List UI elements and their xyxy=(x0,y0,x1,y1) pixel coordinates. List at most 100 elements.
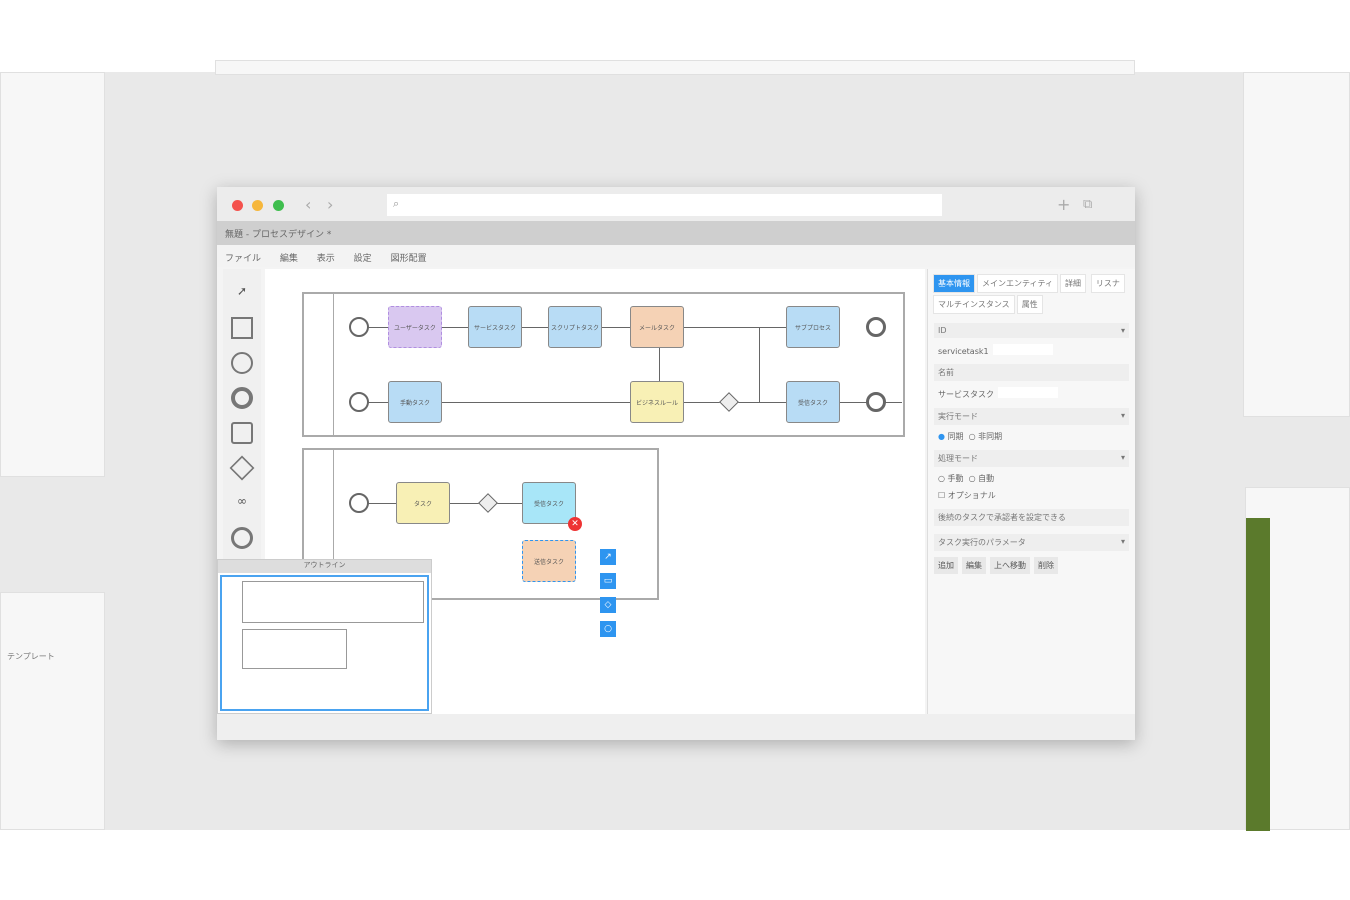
task-mail[interactable]: メールタスク xyxy=(630,306,684,348)
background-window-left xyxy=(0,72,105,477)
background-window-right-bottom xyxy=(1245,487,1350,831)
radio-auto[interactable]: ○ xyxy=(968,474,976,483)
menu-layout[interactable]: 図形配置 xyxy=(390,254,427,264)
background-window-right xyxy=(1243,72,1350,417)
app-window: ‹ › ⌕ + ⧉ 無題 - プロセスデザイン * ファイル 編集 表示 設定 … xyxy=(217,187,1135,740)
minimap-title: アウトライン xyxy=(218,560,431,573)
name-value: サービスタスク xyxy=(938,390,994,399)
delete-button[interactable]: 削除 xyxy=(1034,557,1058,574)
task-send-selected[interactable]: 送信タスク xyxy=(522,540,576,582)
minimize-button[interactable] xyxy=(252,200,263,211)
window-copy-icon[interactable]: ⧉ xyxy=(1083,197,1093,212)
proc-mode-label: 処理モード xyxy=(938,454,978,463)
task-receive-2[interactable]: 受信タスク xyxy=(522,482,576,524)
back-icon[interactable]: ‹ xyxy=(305,195,312,214)
maximize-button[interactable] xyxy=(273,200,284,211)
radio-manual-label: 手動 xyxy=(947,474,964,483)
task-business-rule[interactable]: ビジネスルール xyxy=(630,381,684,423)
collapse-icon[interactable]: ▾ xyxy=(1120,326,1125,335)
status-bar xyxy=(217,714,1135,740)
diagram-canvas[interactable]: ユーザータスク サービスタスク スクリプトタスク メールタスク サブプロセス 手… xyxy=(265,269,925,714)
minimap-viewport[interactable] xyxy=(220,575,429,711)
id-value: servicetask1 xyxy=(938,347,989,356)
radio-async-label: 非同期 xyxy=(978,432,1003,441)
task-subprocess[interactable]: サブプロセス xyxy=(786,306,840,348)
append-gateway-icon[interactable]: ◇ xyxy=(600,597,616,613)
tab-detail[interactable]: 詳細 xyxy=(1060,274,1087,293)
menu-view[interactable]: 表示 xyxy=(316,254,335,264)
start-event-2[interactable] xyxy=(349,392,369,412)
pool-2-lane-header xyxy=(304,450,334,598)
task-tool-icon[interactable] xyxy=(231,317,253,339)
tab-listener[interactable]: リスナ xyxy=(1090,274,1125,293)
proc-mode-section[interactable]: 処理モード ▾ xyxy=(934,450,1129,467)
add-tab-icon[interactable]: + xyxy=(1057,195,1071,214)
gateway[interactable] xyxy=(719,392,739,412)
template-label: テンプレート xyxy=(7,652,55,661)
forward-icon[interactable]: › xyxy=(327,195,334,214)
subprocess-tool-icon[interactable] xyxy=(231,422,253,444)
title-bar: ‹ › ⌕ + ⧉ xyxy=(217,187,1135,221)
id-label: ID xyxy=(938,326,947,335)
menu-settings[interactable]: 設定 xyxy=(353,254,372,264)
connect-icon[interactable]: ↗ xyxy=(600,549,616,565)
optional-label: オプショナル xyxy=(947,491,996,500)
collapse-icon[interactable]: ▾ xyxy=(1120,453,1125,462)
gateway-2[interactable] xyxy=(478,493,498,513)
radio-sync-label: 同期 xyxy=(947,432,964,441)
start-event-3[interactable] xyxy=(349,493,369,513)
gateway-tool-icon[interactable] xyxy=(229,455,255,481)
end-event-2[interactable] xyxy=(866,392,886,412)
delete-icon[interactable]: ✕ xyxy=(568,517,582,531)
tab-basic[interactable]: 基本情報 xyxy=(933,274,975,293)
connector-tool-icon[interactable]: ∞ xyxy=(237,494,247,508)
optional-checkbox[interactable]: ☐ xyxy=(938,491,946,500)
move-up-button[interactable]: 上へ移動 xyxy=(990,557,1030,574)
name-input[interactable] xyxy=(998,387,1058,398)
radio-manual[interactable]: ○ xyxy=(938,474,945,483)
task-receive[interactable]: 受信タスク xyxy=(786,381,840,423)
tab-attributes[interactable]: 属性 xyxy=(1016,295,1043,314)
background-window-left-bottom: テンプレート xyxy=(0,592,105,830)
name-label: 名前 xyxy=(938,368,954,377)
intermediate-event-tool-icon[interactable] xyxy=(231,527,253,549)
task-manual[interactable]: 手動タスク xyxy=(388,381,442,423)
add-button[interactable]: 追加 xyxy=(934,557,958,574)
note-text: 後続のタスクで承認者を設定できる xyxy=(938,513,1066,522)
end-event-tool-icon[interactable] xyxy=(231,387,253,409)
start-event[interactable] xyxy=(349,317,369,337)
id-section[interactable]: ID ▾ xyxy=(934,323,1129,338)
pool-1[interactable]: ユーザータスク サービスタスク スクリプトタスク メールタスク サブプロセス 手… xyxy=(302,292,905,437)
radio-auto-label: 自動 xyxy=(978,474,995,483)
menu-file[interactable]: ファイル xyxy=(225,254,262,264)
document-title: 無題 - プロセスデザイン * xyxy=(217,221,1135,245)
append-event-icon[interactable]: ○ xyxy=(600,621,616,637)
params-section[interactable]: タスク実行のパラメータ▾ xyxy=(934,534,1129,551)
edit-button[interactable]: 編集 xyxy=(962,557,986,574)
task-user[interactable]: ユーザータスク xyxy=(388,306,442,348)
close-button[interactable] xyxy=(232,200,243,211)
pool-1-lane-header xyxy=(304,294,334,435)
start-event-tool-icon[interactable] xyxy=(231,352,253,374)
end-event[interactable] xyxy=(866,317,886,337)
radio-sync[interactable]: ● xyxy=(938,432,945,441)
background-window-top xyxy=(215,60,1135,75)
collapse-icon[interactable]: ▾ xyxy=(1120,537,1125,546)
collapse-icon[interactable]: ▾ xyxy=(1120,411,1125,420)
menu-bar: ファイル 編集 表示 設定 図形配置 xyxy=(217,245,1135,267)
task-script[interactable]: スクリプトタスク xyxy=(548,306,602,348)
task-service[interactable]: サービスタスク xyxy=(468,306,522,348)
name-section: 名前 xyxy=(934,364,1129,381)
tab-main-entity[interactable]: メインエンティティ xyxy=(977,274,1059,293)
task-generic[interactable]: タスク xyxy=(396,482,450,524)
note-section: 後続のタスクで承認者を設定できる xyxy=(934,509,1129,526)
search-input[interactable]: ⌕ xyxy=(387,194,942,216)
radio-async[interactable]: ○ xyxy=(968,432,976,441)
append-task-icon[interactable]: ▭ xyxy=(600,573,616,589)
menu-edit[interactable]: 編集 xyxy=(279,254,298,264)
id-input[interactable] xyxy=(992,344,1053,355)
tab-multi-instance[interactable]: マルチインスタンス xyxy=(933,295,1015,314)
exec-mode-section[interactable]: 実行モード▾ xyxy=(934,408,1129,425)
minimap-panel: アウトライン xyxy=(217,559,432,714)
pointer-tool-icon[interactable]: ➚ xyxy=(236,284,248,298)
